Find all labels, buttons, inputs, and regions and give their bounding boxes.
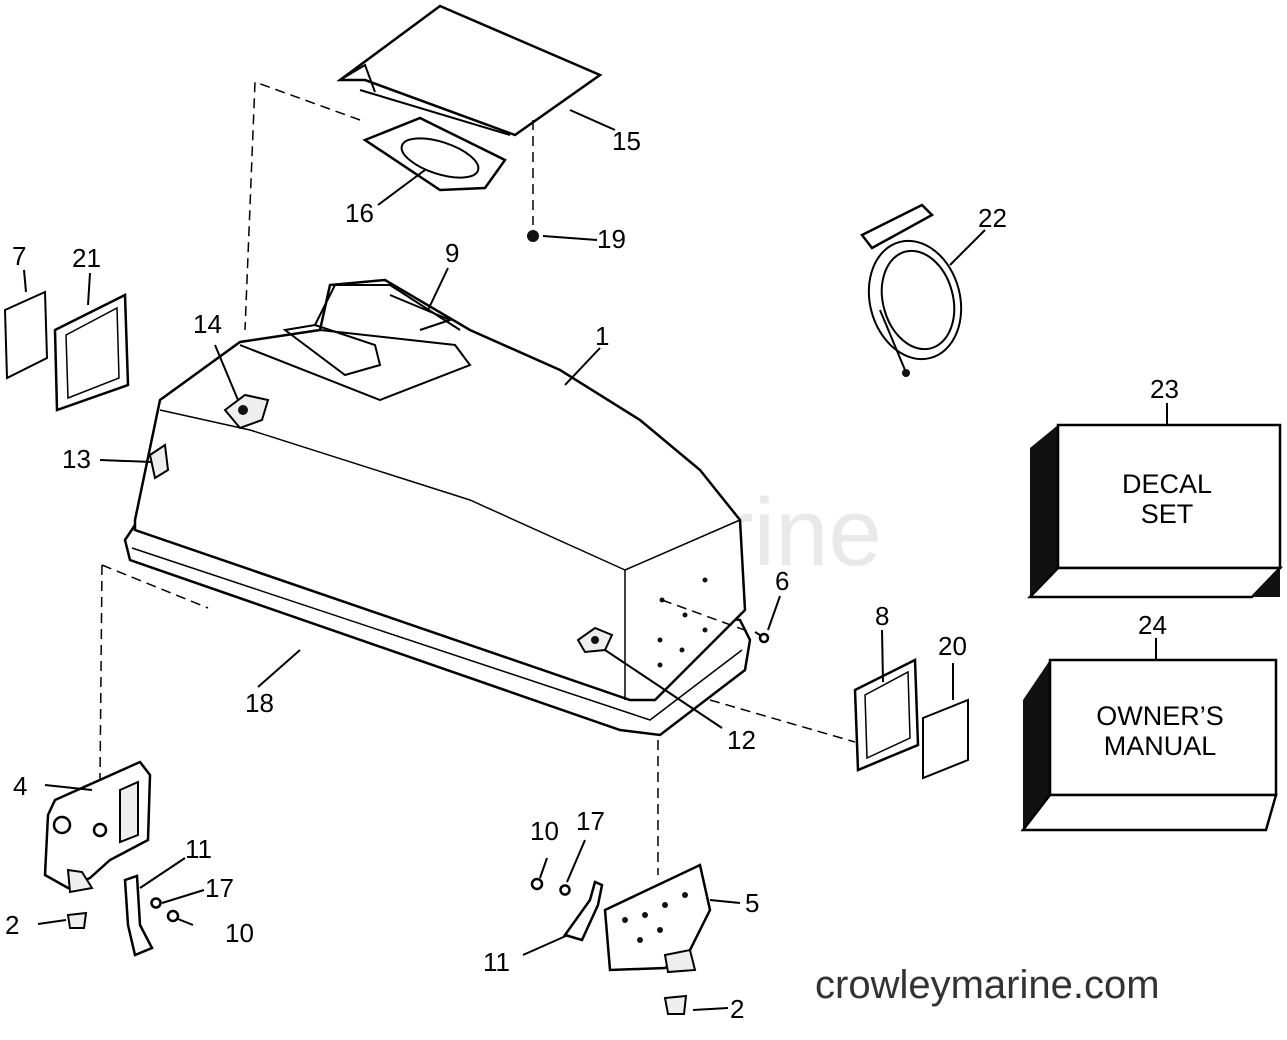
part-21-plate bbox=[53, 293, 130, 412]
callout-18: 18 bbox=[245, 688, 274, 718]
part-24-owners-manual-box: OWNER’S MANUAL bbox=[1020, 658, 1278, 832]
callout-21: 21 bbox=[72, 243, 101, 273]
callout-9: 9 bbox=[445, 238, 459, 268]
part-8-plate bbox=[853, 658, 920, 772]
callout-numbers: 1 2 2 4 5 6 7 8 9 10 10 11 11 12 13 14 1… bbox=[5, 126, 1179, 1024]
callout-11-right: 11 bbox=[483, 947, 510, 977]
callout-15: 15 bbox=[612, 126, 641, 156]
callout-5: 5 bbox=[745, 888, 759, 918]
decal-set-label-line2: SET bbox=[1141, 499, 1194, 529]
part-23-decal-set-box: DECAL SET bbox=[1027, 423, 1283, 599]
part-20-decal bbox=[922, 698, 969, 780]
part-17-washer-right bbox=[559, 884, 571, 896]
part-4-bracket bbox=[43, 760, 152, 894]
part-2-bumper-left bbox=[66, 911, 88, 929]
owners-manual-label-line2: MANUAL bbox=[1104, 731, 1217, 761]
callout-19: 19 bbox=[597, 224, 626, 254]
callout-4: 4 bbox=[13, 771, 27, 801]
owners-manual-label-line1: OWNER’S bbox=[1096, 701, 1224, 731]
callout-2-left: 2 bbox=[5, 910, 19, 940]
part-7-decal bbox=[3, 290, 49, 380]
part-22-lanyard bbox=[860, 203, 963, 377]
decal-set-label-line1: DECAL bbox=[1122, 469, 1212, 499]
part-15-top-cover bbox=[336, 4, 603, 137]
part-19-screw bbox=[527, 230, 539, 242]
part-10-screw-right bbox=[530, 877, 544, 891]
part-5-bracket bbox=[603, 863, 712, 974]
part-2-bumper-right bbox=[663, 994, 688, 1015]
callout-11-left: 11 bbox=[185, 834, 212, 864]
callout-1: 1 bbox=[595, 321, 609, 351]
website-url: crowleymarine.com bbox=[815, 963, 1160, 1007]
callout-17-left: 17 bbox=[205, 873, 234, 903]
callout-12: 12 bbox=[727, 725, 756, 755]
part-6-screw bbox=[754, 631, 770, 644]
part-16-seal bbox=[362, 116, 507, 192]
callout-8: 8 bbox=[875, 601, 889, 631]
part-1-engine-cover bbox=[123, 278, 752, 737]
callout-2-right: 2 bbox=[730, 994, 744, 1024]
part-11-clip-right bbox=[562, 880, 604, 942]
part-17-washer-left bbox=[150, 897, 162, 909]
callout-16: 16 bbox=[345, 198, 374, 228]
callout-24: 24 bbox=[1138, 610, 1167, 640]
callout-10-right: 10 bbox=[530, 816, 559, 846]
callout-20: 20 bbox=[938, 631, 967, 661]
callout-22: 22 bbox=[978, 203, 1007, 233]
part-11-clip-left bbox=[123, 874, 154, 957]
callout-14: 14 bbox=[193, 309, 222, 339]
callout-10-left: 10 bbox=[225, 918, 254, 948]
callout-7: 7 bbox=[12, 241, 26, 271]
callout-13: 13 bbox=[62, 444, 91, 474]
callout-17-right: 17 bbox=[576, 806, 605, 836]
part-10-screw-left bbox=[166, 909, 180, 923]
callout-6: 6 bbox=[775, 566, 789, 596]
assembly-dashed-lines bbox=[99, 80, 856, 875]
leader-lines bbox=[23, 109, 1168, 1011]
callout-23: 23 bbox=[1150, 374, 1179, 404]
